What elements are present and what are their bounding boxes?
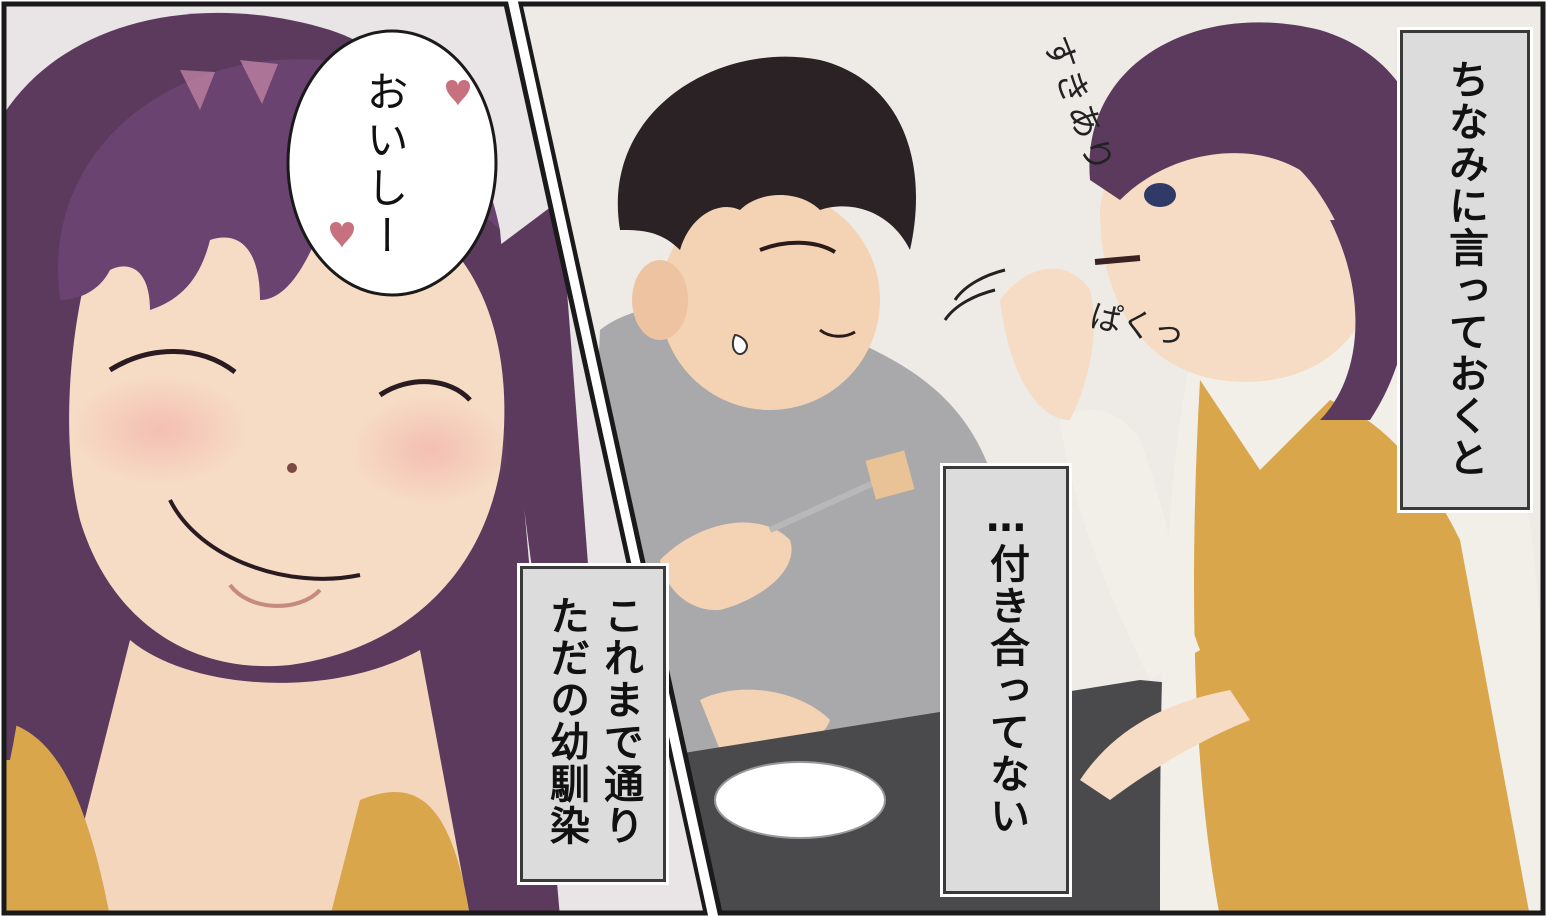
sweat-drop [731,333,748,355]
girl-hand-table [1080,690,1250,800]
girl-hair-right [1089,22,1428,360]
caption-box-middle: …付き合ってない [943,466,1069,894]
girl-apron-right [330,792,470,913]
caption-line: ただの幼馴染 [543,595,589,847]
boy-hand [660,522,792,611]
heart-icon [330,222,354,248]
girl-smile [168,499,361,581]
girl-hair-back-right [1320,220,1410,420]
hair-highlight [180,70,215,110]
girl-lip [228,583,322,608]
girl-eye-open [1144,183,1176,207]
blush-left [70,375,250,485]
speech-bubble-text: おいしー [360,70,409,262]
hair-highlight [240,60,278,104]
left-panel-border [1,1,710,916]
cake-piece [865,450,915,500]
girl-apron-left [4,720,110,913]
girl-face [69,186,505,667]
motion-line [953,268,1006,301]
boy-hair [617,56,916,250]
chocolate-stick [1094,255,1141,265]
fork [768,477,882,533]
blush-right [350,395,510,505]
girl-eye-left [108,349,237,374]
girl-eye-right [378,379,472,402]
right-panel [520,4,1543,913]
heart-icon [446,80,470,106]
girl-sleeve [1060,409,1200,680]
girl-nose [287,463,297,473]
plate-left [714,761,886,839]
boy-mouth [819,328,856,338]
girl-hair-side-left [4,300,40,760]
caption-line: ちなみに言っておくと [1442,59,1488,479]
panel-gutter [508,0,718,917]
motion-line [943,288,996,321]
boy-face [660,190,880,410]
boy-eye [759,240,837,254]
girl-apron [1194,380,1530,913]
girl-hand-mouth [1000,268,1094,420]
caption-box-top-right: ちなみに言っておくと [1400,30,1530,510]
caption-line: …付き合ってない [983,495,1029,837]
caption-line: これまで通り [597,595,643,847]
caption-box-left: これまで通り ただの幼馴染 [520,566,666,882]
boy-ear [632,260,688,340]
